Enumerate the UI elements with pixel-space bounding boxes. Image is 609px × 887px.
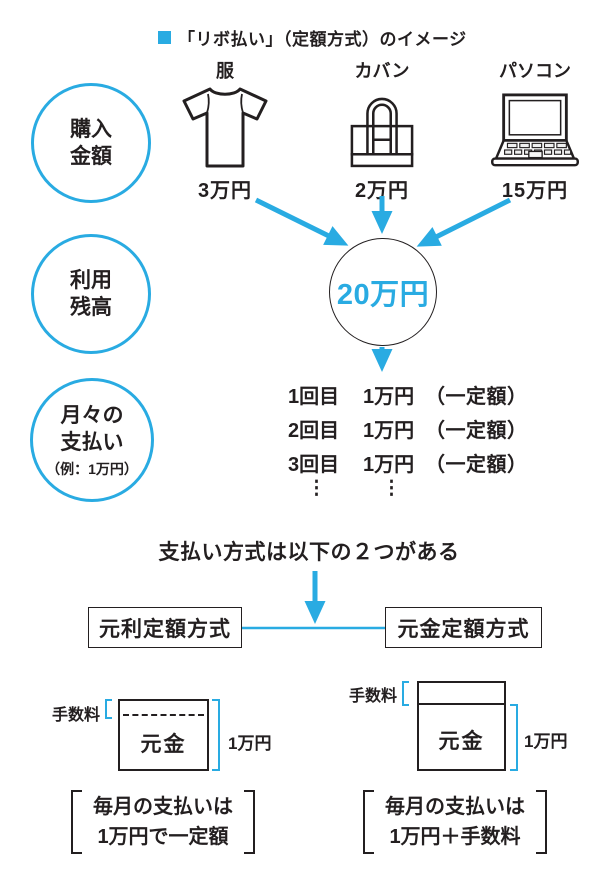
caption-left-text: 毎月の支払いは 1万円で一定額	[82, 790, 244, 854]
payment-row: 1回目 1万円 （一定額）	[288, 377, 528, 411]
methods-heading: 支払い方式は以下の２つがある	[158, 541, 460, 564]
fee-label-left: 手数料	[52, 707, 101, 724]
ellipsis-icon: ⋮	[307, 478, 326, 499]
stage-purchase-line1: 購入	[70, 117, 112, 141]
caption-bracket-icon	[363, 790, 374, 854]
diagram-title: 「リボ払い」（定額方式）のイメージ	[158, 25, 467, 50]
stage-monthly-line1: 月々の	[60, 404, 124, 428]
balance-total-amount: 20万円	[336, 279, 430, 311]
method-box-principal-fixed: 元金定額方式	[385, 607, 542, 648]
laptop-icon	[487, 83, 583, 169]
fee-label-right: 手数料	[349, 688, 398, 705]
stage-monthly-note: （例：1万円）	[46, 460, 138, 477]
amount-label-left: 1万円	[228, 734, 272, 753]
amount-label-right: 1万円	[524, 732, 568, 751]
payment-note: （一定額）	[425, 419, 528, 442]
ellipsis-icon: ⋮	[382, 478, 401, 499]
item-laptop: パソコン 15万円	[483, 60, 587, 203]
fee-bracket-icon-left	[105, 699, 112, 719]
payment-row: 3回目 1万円 （一定額）	[288, 445, 528, 479]
diagram-title-text: 「リボ払い」（定額方式）のイメージ	[178, 30, 467, 49]
item-clothes-label: 服	[216, 61, 234, 81]
item-bag: カバン 2万円	[332, 60, 432, 203]
caption-bracket-icon	[71, 790, 82, 854]
payment-note: （一定額）	[425, 453, 528, 476]
principal-label-left: 元金	[140, 733, 187, 756]
item-clothes: 服 3万円	[173, 60, 277, 203]
fee-divider-dashed	[123, 714, 204, 716]
fee-bracket-icon-right	[402, 681, 409, 706]
stage-circle-purchase-amount: 購入 金額	[31, 83, 151, 203]
arrow-clothes-to-balance	[254, 197, 349, 246]
stage-balance-line1: 利用	[70, 268, 112, 292]
stage-balance-line2: 残高	[70, 296, 112, 319]
caption-right-text: 毎月の支払いは 1万円＋手数料	[374, 790, 536, 854]
payment-amount: 1万円	[363, 385, 415, 408]
amount-bracket-icon-right	[510, 704, 518, 771]
caption-left-line2: 1万円で一定額	[97, 826, 229, 848]
payment-no: 3回目	[288, 453, 340, 476]
payment-no: 2回目	[288, 419, 340, 442]
payment-amount: 1万円	[363, 419, 415, 442]
caption-left: 毎月の支払いは 1万円で一定額	[71, 790, 255, 854]
balance-total-circle: 20万円	[329, 238, 437, 346]
payment-amount: 1万円	[363, 453, 415, 476]
stage-purchase-line2: 金額	[70, 145, 112, 168]
payment-note: （一定額）	[425, 385, 528, 408]
method-box-principal-and-interest: 元利定額方式	[88, 607, 242, 648]
stage-monthly-line2: 支払い	[60, 431, 124, 455]
payment-ellipsis-row: ⋮ ⋮	[288, 478, 528, 507]
tshirt-icon	[181, 83, 269, 169]
item-laptop-label: パソコン	[499, 61, 571, 81]
payment-no: 1回目	[288, 385, 340, 408]
caption-bracket-icon	[244, 790, 255, 854]
title-bullet-icon	[158, 31, 171, 44]
payment-schedule: 1回目 1万円 （一定額） 2回目 1万円 （一定額） 3回目 1万円 （一定額…	[288, 377, 528, 507]
stage-circle-outstanding-balance: 利用 残高	[31, 234, 151, 354]
fee-divider-solid	[419, 703, 504, 705]
payment-row: 2回目 1万円 （一定額）	[288, 411, 528, 445]
bag-icon	[349, 83, 415, 169]
stage-circle-monthly-payment: 月々の 支払い （例：1万円）	[30, 378, 154, 502]
item-bag-price: 2万円	[354, 180, 410, 202]
caption-right-line2: 1万円＋手数料	[389, 826, 521, 848]
payment-bar-left: 元金	[118, 699, 209, 771]
item-bag-label: カバン	[354, 61, 410, 81]
method-right-name: 元金定額方式	[397, 617, 530, 641]
caption-right: 毎月の支払いは 1万円＋手数料	[363, 790, 547, 854]
arrow-laptop-to-balance	[416, 197, 512, 247]
caption-right-line1: 毎月の支払いは	[385, 796, 525, 818]
amount-bracket-icon-left	[212, 699, 220, 771]
item-clothes-price: 3万円	[197, 180, 253, 202]
payment-bar-right: 元金	[417, 681, 506, 771]
caption-left-line1: 毎月の支払いは	[93, 796, 233, 818]
principal-label-right: 元金	[438, 730, 485, 753]
item-laptop-price: 15万円	[501, 180, 569, 202]
method-left-name: 元利定額方式	[99, 617, 231, 641]
caption-bracket-icon	[536, 790, 547, 854]
